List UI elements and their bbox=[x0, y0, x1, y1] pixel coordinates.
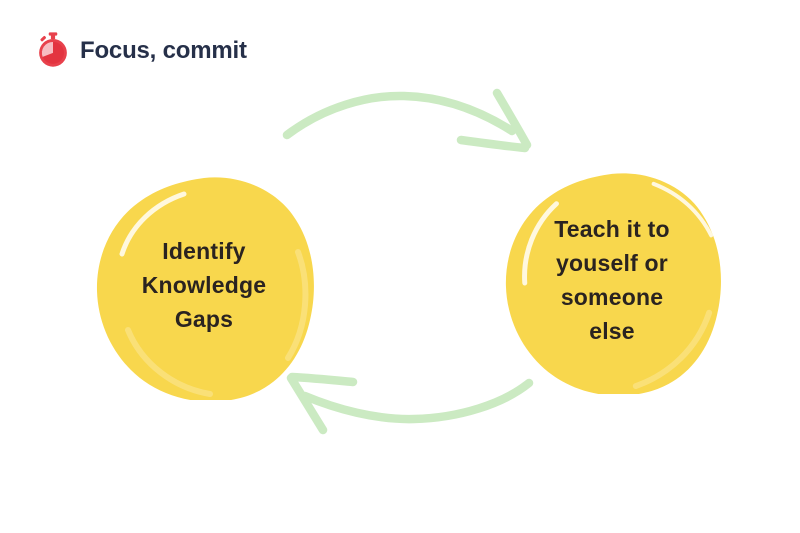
brand-logo[interactable]: Focus, commit bbox=[34, 31, 247, 69]
node-label-line: Knowledge bbox=[141, 272, 267, 298]
node-label-line: Identify bbox=[162, 238, 246, 264]
blob-highlight bbox=[285, 249, 309, 361]
stopwatch-icon bbox=[39, 32, 67, 67]
stopwatch-side-button bbox=[40, 36, 47, 42]
node-label-line: else bbox=[589, 318, 635, 344]
yellow-blob bbox=[505, 173, 721, 394]
stopwatch-stem bbox=[50, 34, 56, 40]
node-teach-it: Teach it to youself or someone else bbox=[496, 166, 728, 394]
blob-fill bbox=[96, 177, 314, 400]
arrow-bottom-left-icon bbox=[286, 372, 534, 435]
node-label: Identify Knowledge Gaps bbox=[88, 170, 320, 400]
blob-fill bbox=[505, 173, 721, 394]
blob-highlight bbox=[125, 327, 213, 397]
node-label-line: someone bbox=[560, 284, 664, 310]
blob-highlight bbox=[651, 181, 714, 238]
blob-highlight bbox=[522, 201, 559, 286]
blob-highlight bbox=[632, 309, 713, 390]
node-label-line: Gaps bbox=[174, 306, 234, 332]
blob-highlight bbox=[119, 191, 187, 257]
node-label-line: Teach it to bbox=[554, 216, 670, 242]
node-identify-knowledge-gaps: Identify Knowledge Gaps bbox=[88, 170, 320, 400]
yellow-blob bbox=[96, 177, 314, 400]
node-label-line: youself or bbox=[556, 250, 668, 276]
node-label: Teach it to youself or someone else bbox=[496, 166, 728, 394]
stopwatch-cap bbox=[48, 32, 58, 36]
stopwatch-elapsed-slice bbox=[41, 42, 53, 57]
brand-name: Focus, commit bbox=[80, 37, 247, 64]
arrow-top-right-icon bbox=[282, 88, 532, 153]
